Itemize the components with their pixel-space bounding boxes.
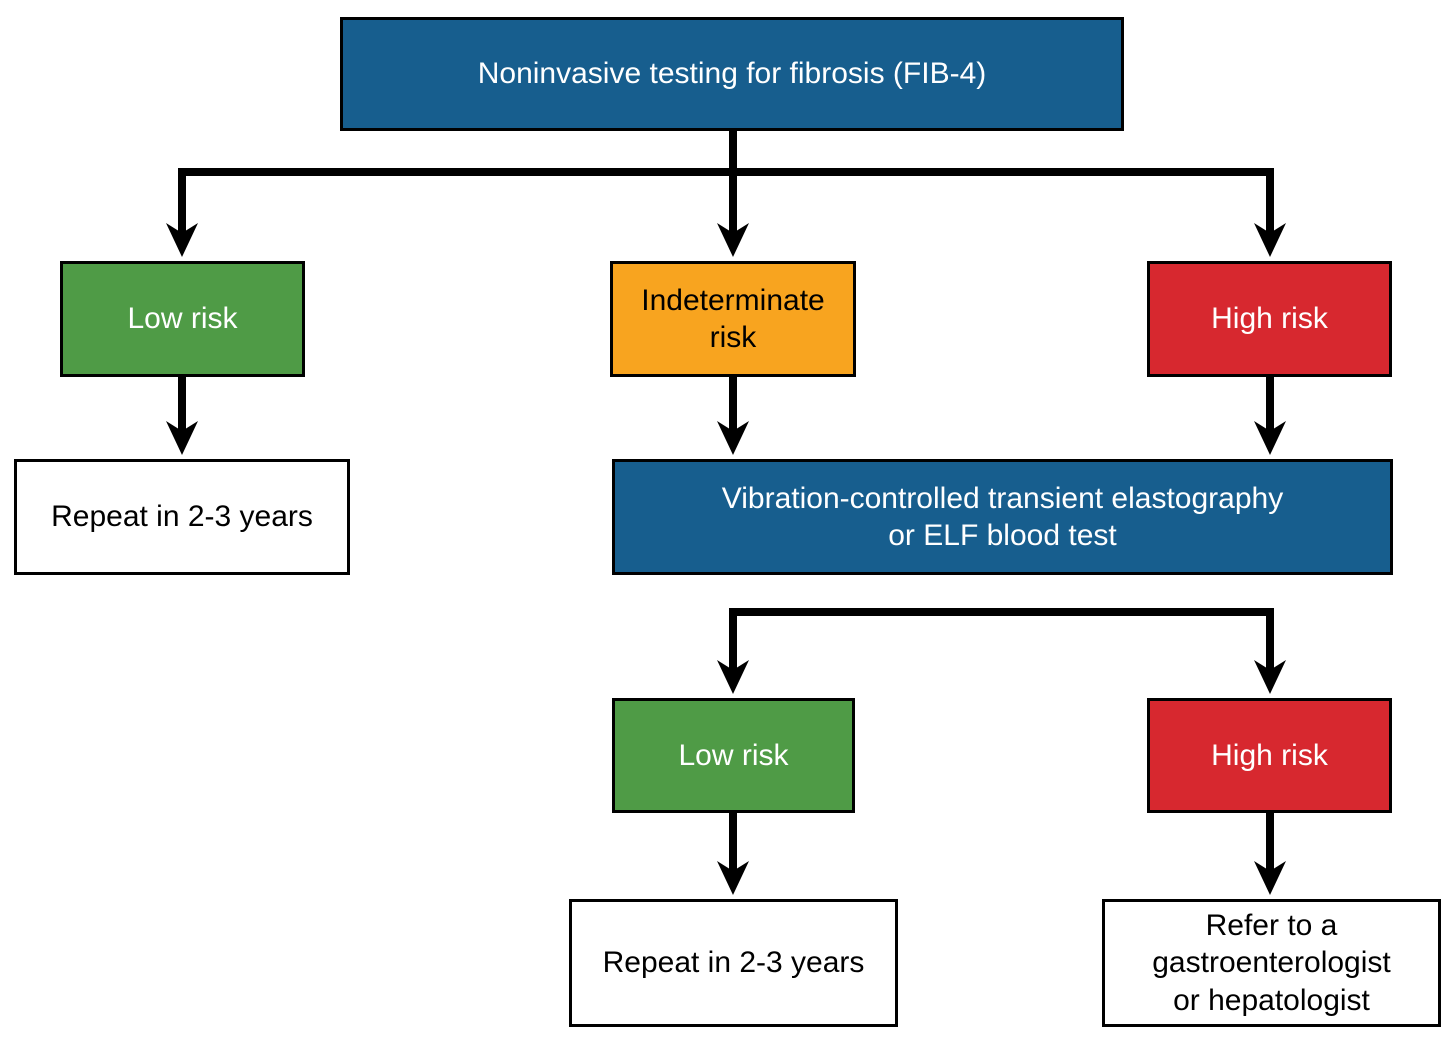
flow-node-refer-specialist: Refer to a gastroenterologist or hepatol… <box>1102 899 1441 1027</box>
arrowhead-to-low-risk-2 <box>717 660 749 694</box>
flow-node-repeat-2-3-years-2: Repeat in 2-3 years <box>569 899 898 1027</box>
flow-node-label: Refer to a gastroenterologist or hepatol… <box>1152 908 1391 1017</box>
arrowhead-to-refer <box>1254 861 1286 895</box>
flow-node-label: Repeat in 2-3 years <box>602 946 865 980</box>
flow-node-low-risk-1: Low risk <box>60 261 305 377</box>
flow-node-label: High risk <box>1211 302 1328 336</box>
connector-lowrisk2-to-repeat <box>717 813 749 895</box>
connector-root-to-level1 <box>166 131 1286 257</box>
connector-indeterminate-to-vcte <box>717 377 749 455</box>
flow-node-label: Low risk <box>127 302 238 336</box>
flow-node-high-risk-2: High risk <box>1147 698 1392 813</box>
arrowhead-to-high-risk-1 <box>1254 223 1286 257</box>
flow-node-label: Repeat in 2-3 years <box>51 500 313 534</box>
flow-node-label: Low risk <box>678 738 789 772</box>
flow-node-indeterminate-risk: Indeterminate risk <box>610 261 856 377</box>
flow-node-high-risk-1: High risk <box>1147 261 1392 377</box>
connector-highrisk2-to-refer <box>1254 813 1286 895</box>
connector-highrisk1-to-vcte <box>1254 377 1286 455</box>
flow-node-label: High risk <box>1211 738 1328 772</box>
flow-node-repeat-2-3-years-1: Repeat in 2-3 years <box>14 459 350 575</box>
flow-node-label: Noninvasive testing for fibrosis (FIB-4) <box>477 57 987 91</box>
connector-vcte-to-level2 <box>717 608 1286 694</box>
arrowhead-to-vcte-right <box>1254 421 1286 455</box>
arrowhead-to-repeat-2 <box>717 861 749 895</box>
flow-node-noninvasive-testing: Noninvasive testing for fibrosis (FIB-4) <box>340 17 1124 131</box>
arrowhead-to-high-risk-2 <box>1254 660 1286 694</box>
arrowhead-to-repeat-1 <box>166 421 198 455</box>
flow-node-vcte-or-elf-test: Vibration-controlled transient elastogra… <box>612 459 1393 575</box>
connector-lowrisk1-to-repeat <box>166 377 198 455</box>
flow-node-label: Indeterminate risk <box>641 283 825 355</box>
arrowhead-to-vcte-left <box>717 421 749 455</box>
arrowhead-to-indeterminate <box>717 223 749 257</box>
flow-node-label: Vibration-controlled transient elastogra… <box>721 481 1284 553</box>
flow-node-low-risk-2: Low risk <box>612 698 855 813</box>
arrowhead-to-low-risk-1 <box>166 223 198 257</box>
